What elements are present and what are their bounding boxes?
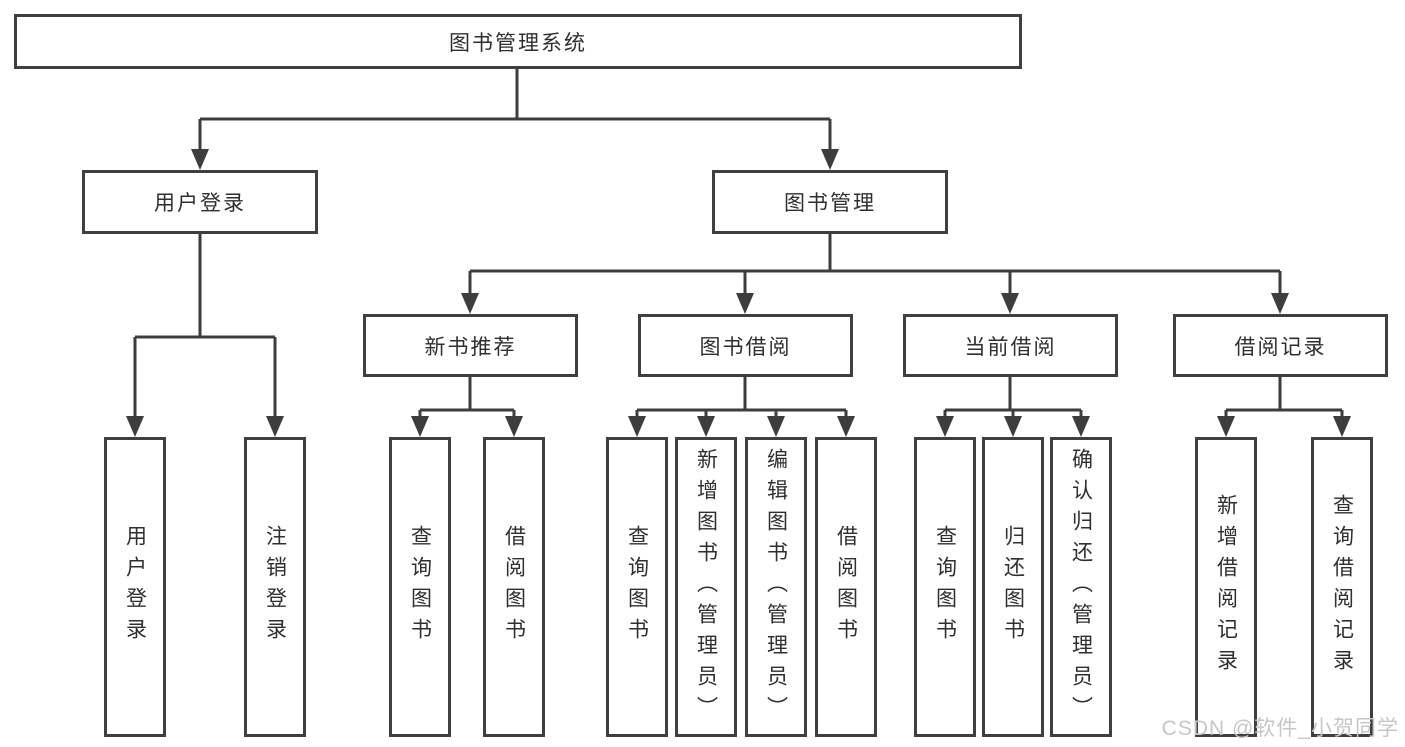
leaf-bb-query-books: 查询图书 (606, 437, 668, 737)
leaf-nb-query-books: 查询图书 (389, 437, 451, 737)
node-user-login: 用户登录 (82, 170, 318, 234)
csdn-watermark: CSDN @软件_小贺同学 (1161, 717, 1399, 740)
leaf-user-login: 用户登录 (104, 437, 166, 737)
leaf-cb-query-books: 查询图书 (914, 437, 976, 737)
node-book-management: 图书管理 (712, 170, 948, 234)
leaf-cb-confirm-return-admin: 确认归还（管理员） (1050, 437, 1112, 737)
leaf-br-add-record: 新增借阅记录 (1195, 437, 1257, 737)
node-library-management-system: 图书管理系统 (14, 14, 1022, 69)
leaf-bb-edit-books-admin: 编辑图书（管理员） (745, 437, 807, 737)
leaf-nb-borrow-books: 借阅图书 (483, 437, 545, 737)
node-current-borrowing: 当前借阅 (903, 314, 1118, 377)
node-book-borrowing: 图书借阅 (638, 314, 853, 377)
node-borrowing-records: 借阅记录 (1173, 314, 1388, 377)
leaf-bb-add-books-admin: 新增图书（管理员） (675, 437, 737, 737)
leaf-cb-return-books: 归还图书 (982, 437, 1044, 737)
leaf-bb-borrow-books: 借阅图书 (815, 437, 877, 737)
leaf-br-query-record: 查询借阅记录 (1311, 437, 1373, 737)
leaf-logout-login: 注销登录 (244, 437, 306, 737)
node-new-book-recommendation: 新书推荐 (363, 314, 578, 377)
